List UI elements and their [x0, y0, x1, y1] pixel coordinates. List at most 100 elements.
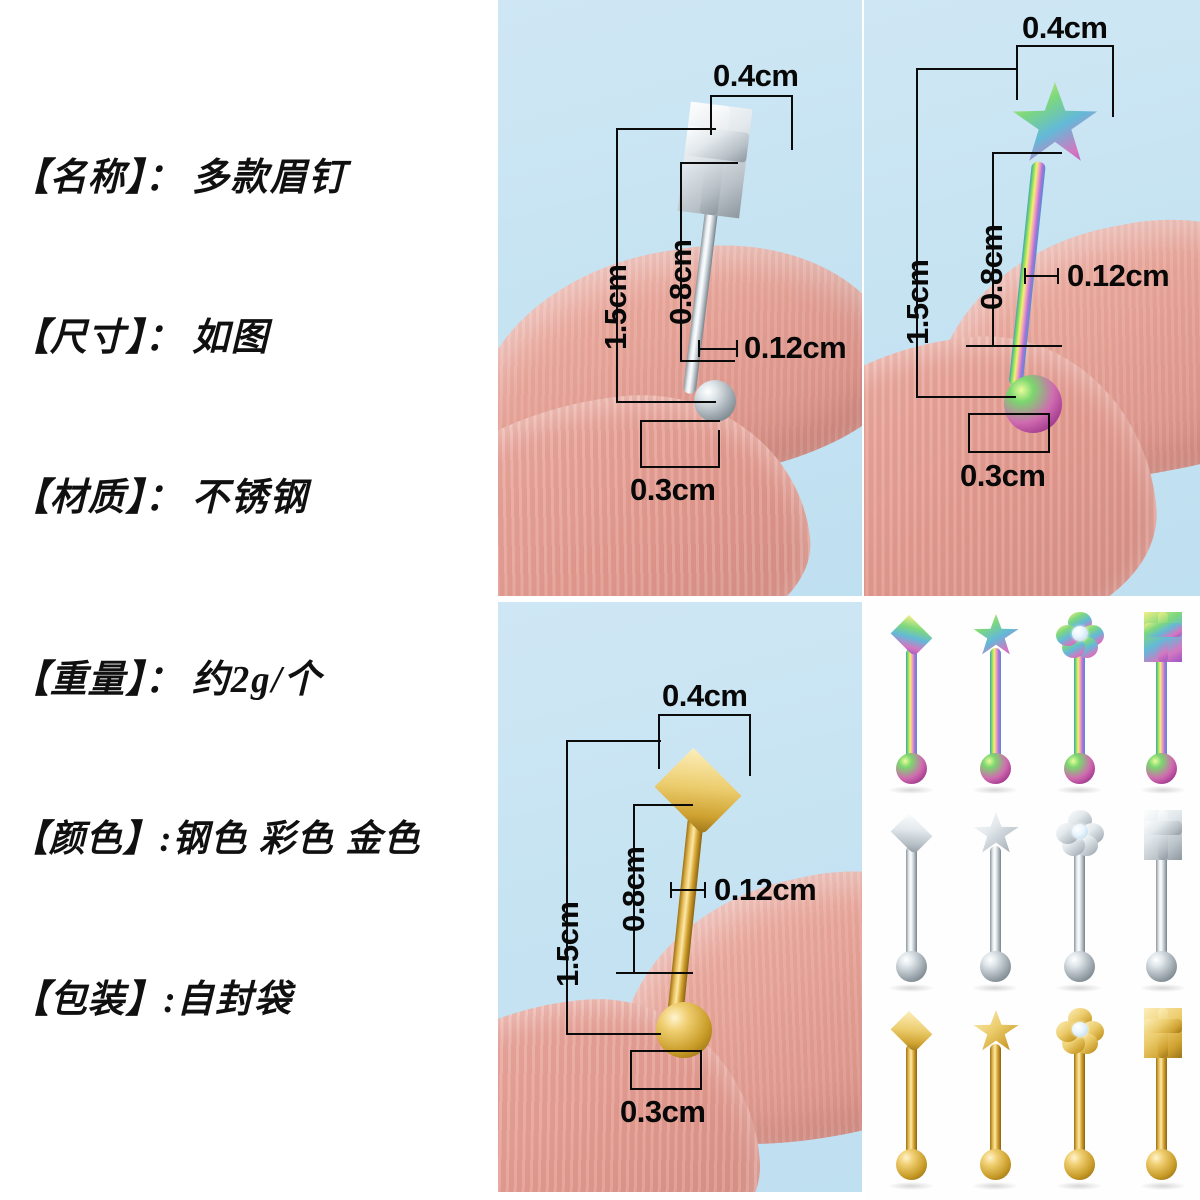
jewelry-bar	[990, 846, 1001, 962]
jewelry-ball	[980, 951, 1011, 982]
dim-0.12cm-bar	[670, 889, 706, 891]
spec-value: 多款眉钉	[191, 157, 348, 199]
variant-shadow	[1056, 786, 1102, 794]
dim-1.5cm-bottom-bar	[566, 1033, 661, 1035]
dim-label-top-width: 0.4cm	[1022, 10, 1108, 45]
dim-0.3cm-right-tick	[1048, 413, 1050, 453]
dim-0.3cm-left-tick	[630, 1050, 632, 1090]
spec-line-color: 【颜色】:钢色 彩色 金色	[12, 808, 421, 862]
variant-shadow	[1140, 786, 1186, 794]
variant-steel-star[interactable]	[956, 806, 1034, 998]
variant-steel-flower[interactable]	[1040, 806, 1118, 998]
dim-0.4cm-right-tick	[749, 714, 751, 776]
spec-key: 【尺寸】	[12, 317, 145, 359]
dim-0.12cm-left-tick	[1024, 268, 1026, 284]
dim-label-top-width: 0.4cm	[713, 58, 799, 93]
variant-gold-star[interactable]	[956, 1004, 1034, 1196]
jewelry-head-flower	[1056, 810, 1104, 856]
dim-label-ball-diameter: 0.3cm	[630, 472, 716, 507]
jewelry-head-cross	[1144, 612, 1182, 662]
variant-gold-heart[interactable]	[872, 1004, 950, 1196]
photo-panel-gold-heart: 0.4cm 1.5cm 0.8cm 0.12cm 0.3cm	[498, 602, 862, 1192]
heart-body	[891, 813, 933, 856]
jewelry-head-heart	[890, 615, 934, 658]
spec-value: 约2g/个	[191, 659, 323, 701]
variant-steel-heart[interactable]	[872, 806, 950, 998]
variant-shadow	[888, 984, 934, 992]
jewelry-ball	[980, 1149, 1011, 1180]
variant-color-grid	[866, 600, 1200, 1200]
variant-shadow	[972, 786, 1018, 794]
heart-body	[654, 747, 742, 835]
dim-label-bar-thickness: 0.12cm	[744, 330, 847, 365]
jewelry-bar	[667, 816, 704, 1017]
jewelry-gold-heart	[498, 602, 862, 1192]
dim-0.4cm-right-tick	[1112, 45, 1114, 117]
dim-label-bar-length: 0.8cm	[663, 239, 698, 325]
jewelry-ball	[1064, 1149, 1095, 1180]
spec-value: 钢色 彩色 金色	[172, 819, 422, 860]
dim-0.3cm-top-bar	[968, 413, 1050, 415]
cross-vertical-bar	[1157, 810, 1169, 860]
spec-line-packaging: 【包装】:自封袋	[12, 968, 293, 1023]
jewelry-ball	[1064, 951, 1095, 982]
dim-label-total-length: 1.5cm	[598, 264, 633, 350]
jewelry-head-heart	[890, 1011, 934, 1054]
variant-rainbow-cross[interactable]	[1124, 608, 1200, 800]
spec-line-size: 【尺寸】： 如图	[12, 306, 270, 361]
dim-label-bar-length: 0.8cm	[616, 846, 651, 932]
dim-0.3cm-left-tick	[640, 420, 642, 468]
jewelry-ball	[1146, 753, 1177, 784]
dim-1.5cm-bottom-bar	[616, 401, 716, 403]
variant-gold-cross[interactable]	[1124, 1004, 1200, 1196]
spec-key: 【包装】	[12, 979, 164, 1021]
spec-key: 【材质】	[12, 477, 145, 519]
cross-horizontal-bar	[684, 125, 750, 163]
dim-0.8cm-top-bar	[992, 152, 1062, 154]
dim-0.8cm-vline	[680, 162, 682, 362]
gem-icon	[1071, 625, 1089, 641]
spec-line-weight: 【重量】： 约2g/个	[12, 648, 322, 703]
dim-0.4cm-left-tick	[1016, 45, 1018, 100]
spec-value: 自封袋	[176, 979, 293, 1021]
spec-separator: :	[159, 819, 173, 860]
dim-label-bar-thickness: 0.12cm	[1067, 258, 1170, 293]
jewelry-ball	[1146, 1149, 1177, 1180]
jewelry-ball	[656, 1002, 712, 1058]
dim-1.5cm-vline	[616, 128, 618, 403]
jewelry-head-flower	[1056, 1008, 1104, 1054]
heart-body	[891, 1011, 933, 1054]
dim-label-ball-diameter: 0.3cm	[960, 458, 1046, 493]
jewelry-bar	[1156, 652, 1167, 764]
spec-value: 如图	[191, 317, 270, 359]
dim-label-total-length: 1.5cm	[550, 901, 585, 987]
variant-rainbow-flower[interactable]	[1040, 608, 1118, 800]
photo-panel-rainbow-star: 0.4cm 1.5cm 0.8cm 0.12cm 0.3cm	[864, 0, 1200, 596]
dim-label-total-length: 1.5cm	[900, 259, 935, 345]
dim-0.3cm-right-tick	[700, 1050, 702, 1090]
dim-1.5cm-top-bar	[916, 68, 1016, 70]
variant-shadow	[1140, 1182, 1186, 1190]
jewelry-ball	[896, 951, 927, 982]
dim-0.4cm-left-tick	[710, 95, 712, 135]
dim-0.4cm-bar	[710, 95, 793, 97]
jewelry-head-cross	[1144, 1008, 1182, 1058]
product-spec-text-column: 【名称】： 多款眉钉 【尺寸】： 如图 【材质】： 不锈钢 【重量】： 约2g/…	[0, 0, 500, 1200]
spec-separator: ：	[144, 157, 183, 199]
variant-shadow	[888, 786, 934, 794]
variant-rainbow-heart[interactable]	[872, 608, 950, 800]
variant-rainbow-star[interactable]	[956, 608, 1034, 800]
variant-shadow	[1056, 1182, 1102, 1190]
variant-gold-flower[interactable]	[1040, 1004, 1118, 1196]
dim-0.3cm-bottom-bar	[640, 466, 720, 468]
spec-key: 【颜色】	[12, 819, 160, 860]
jewelry-bar	[1156, 850, 1167, 962]
jewelry-bar	[1008, 161, 1046, 387]
variant-steel-cross[interactable]	[1124, 806, 1200, 998]
spec-separator: ：	[144, 317, 183, 359]
dim-0.3cm-top-bar	[640, 420, 720, 422]
jewelry-ball	[1064, 753, 1095, 784]
gem-icon	[1071, 823, 1089, 839]
spec-separator: ：	[144, 659, 183, 701]
